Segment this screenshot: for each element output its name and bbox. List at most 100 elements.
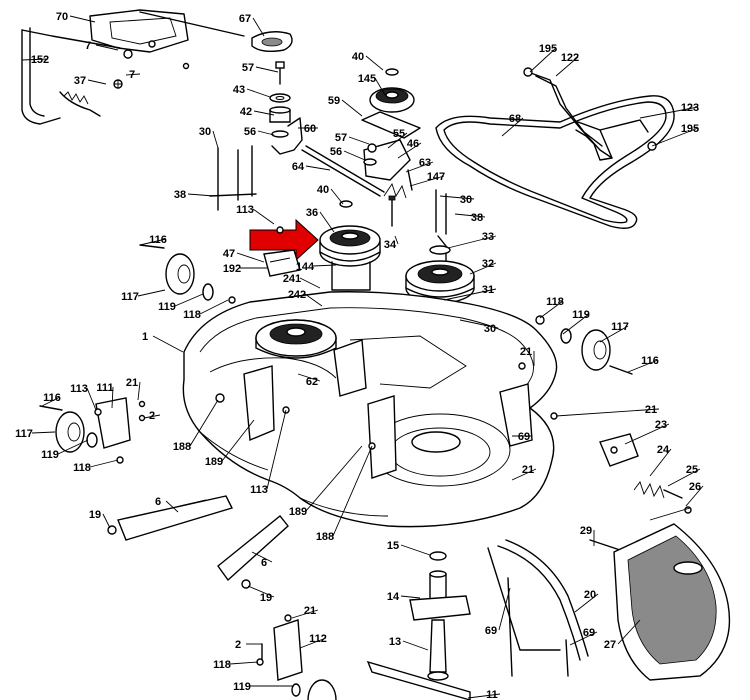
leader-line-67: [252, 17, 265, 37]
callout-part-30: 30: [199, 126, 211, 138]
callout-part-242: 242: [288, 289, 306, 301]
callout-part-62: 62: [306, 376, 318, 388]
callout-part-119: 119: [41, 449, 59, 461]
leader-line-56: [257, 130, 275, 136]
leader-line-59: [341, 99, 363, 117]
leader-line-68: [501, 117, 524, 137]
callout-part-21: 21: [520, 346, 532, 358]
callout-part-119: 119: [233, 681, 251, 693]
callout-part-112: 112: [309, 633, 327, 645]
leader-line-64: [305, 165, 331, 171]
callout-part-20: 20: [584, 589, 596, 601]
bracket-112-wheel: [256, 614, 337, 700]
leader-line-122: [555, 56, 579, 77]
leader-line-241: [299, 277, 321, 289]
callout-part-26: 26: [689, 481, 701, 493]
callout-part-113: 113: [250, 484, 268, 496]
leader-line-113: [86, 387, 97, 411]
leader-line-34: [394, 235, 399, 245]
callout-part-40: 40: [352, 51, 364, 63]
callout-part-189: 189: [289, 506, 307, 518]
leader-line-56: [343, 150, 366, 161]
callout-part-60: 60: [304, 123, 316, 135]
leader-line-113: [252, 208, 275, 225]
callout-part-57: 57: [242, 62, 254, 74]
callout-part-2: 2: [149, 410, 155, 422]
callout-part-25: 25: [686, 464, 698, 476]
drive-belt-68: [435, 95, 675, 229]
leader-line-144: [312, 264, 337, 267]
callout-part-36: 36: [306, 207, 318, 219]
leader-line-2: [143, 414, 161, 419]
leader-line-117: [137, 289, 166, 297]
callout-part-63: 63: [419, 157, 431, 169]
callout-part-145: 145: [358, 73, 376, 85]
leader-line-145: [374, 77, 386, 96]
leader-line-57: [348, 136, 370, 145]
leader-line-116: [139, 238, 167, 246]
part-67-knob: [251, 31, 293, 53]
leader-line-19: [247, 585, 275, 598]
leader-line-21: [291, 609, 319, 619]
leader-line-195: [651, 127, 699, 147]
callout-part-24: 24: [657, 444, 670, 456]
leader-line-123: [639, 106, 699, 119]
callout-part-21: 21: [304, 605, 316, 617]
leader-line-37: [87, 79, 107, 85]
leader-line-119: [562, 313, 590, 335]
leader-line-38: [454, 213, 486, 218]
leader-line-117: [31, 431, 56, 434]
leader-line-188: [189, 399, 219, 447]
leader-line-21: [511, 468, 537, 481]
leader-line-11: [467, 693, 501, 699]
lift-linkage-assembly: [21, 9, 245, 125]
callout-part-70: 70: [56, 11, 68, 23]
leader-line-26: [685, 485, 704, 507]
leader-line-25: [667, 468, 701, 487]
callout-part-118: 118: [183, 309, 201, 321]
leader-line-40: [330, 188, 344, 205]
mower-deck-1: [182, 291, 558, 528]
leader-line-69: [569, 631, 598, 646]
leader-line-38: [187, 193, 215, 197]
leader-line-116: [627, 359, 659, 373]
callout-part-118: 118: [73, 462, 91, 474]
callout-part-30: 30: [484, 323, 496, 335]
callout-part-21: 21: [645, 404, 657, 416]
callout-part-11: 11: [486, 689, 498, 700]
callout-part-31: 31: [482, 284, 494, 296]
callout-part-2: 2: [235, 639, 241, 651]
leader-line-40: [365, 55, 384, 71]
callout-part-189: 189: [205, 456, 223, 468]
leader-line-116: [41, 396, 61, 407]
leader-line-70: [69, 15, 96, 23]
lift-rod-20: [487, 539, 589, 677]
leader-line-47: [236, 252, 265, 263]
leader-line-20: [574, 593, 599, 613]
spring-24-25-26: [633, 481, 692, 514]
callout-part-117: 117: [611, 321, 629, 333]
leader-line-118: [89, 459, 119, 468]
callout-part-29: 29: [580, 525, 592, 537]
leader-line-6: [251, 551, 273, 563]
leader-line-242: [304, 293, 323, 307]
leader-line-147: [409, 175, 445, 187]
callout-part-117: 117: [121, 291, 139, 303]
callout-part-33: 33: [482, 231, 494, 243]
center-hardware-stack: [269, 61, 303, 155]
leader-line-13: [402, 640, 429, 651]
callout-part-188: 188: [316, 531, 334, 543]
callout-part-47: 47: [223, 248, 235, 260]
leader-lines: [21, 15, 704, 699]
callout-part-116: 116: [641, 355, 659, 367]
leader-line-19: [102, 513, 111, 529]
callout-part-34: 34: [384, 239, 397, 251]
callout-part-23: 23: [655, 419, 667, 431]
leader-line-189: [305, 445, 363, 512]
leader-line-119: [57, 439, 89, 455]
wheel-left-mid: [39, 405, 124, 464]
leader-line-55: [387, 132, 408, 149]
callout-part-21: 21: [522, 464, 534, 476]
callout-part-117: 117: [15, 428, 33, 440]
